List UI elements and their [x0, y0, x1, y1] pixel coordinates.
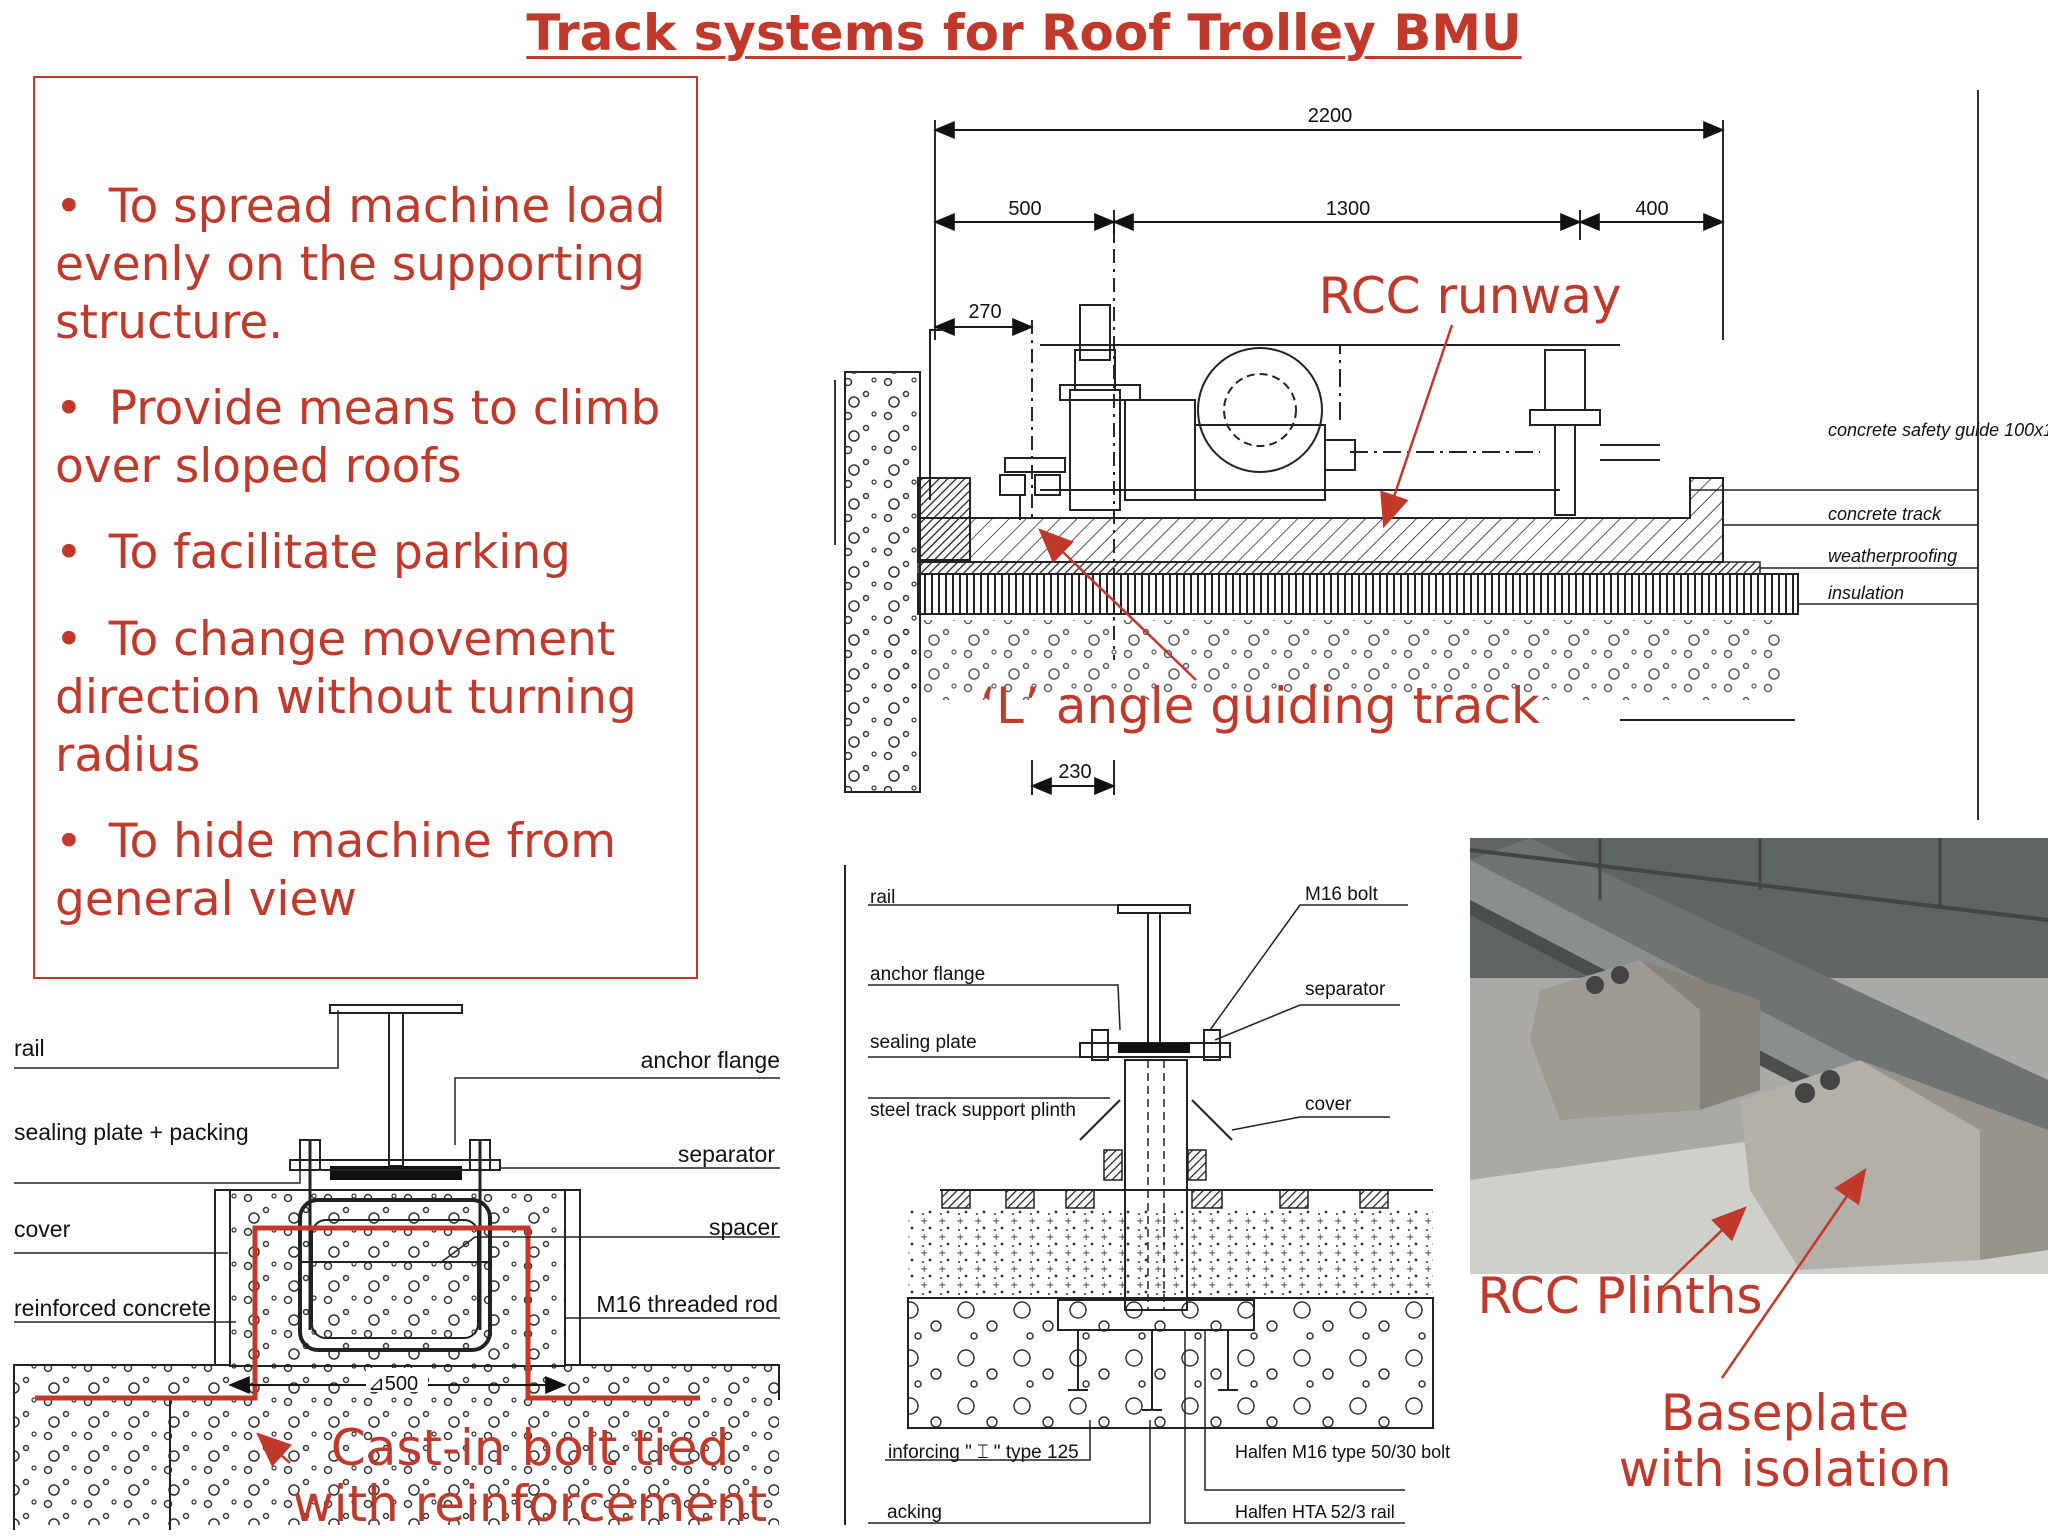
- dim-total: 2200: [1308, 105, 1353, 127]
- layer-labels: concrete safety guide 100x100 concrete t…: [1690, 420, 2048, 605]
- dim-left: 500: [1008, 198, 1041, 220]
- mid-label-packing: acking: [887, 1502, 942, 1523]
- mid-label-steel-plinth: steel track support plinth: [870, 1100, 1076, 1121]
- dim-500: ⊿500: [368, 1373, 418, 1395]
- layer-safety-guide: concrete safety guide 100x100: [1828, 420, 2048, 440]
- label-separator: separator: [678, 1141, 776, 1167]
- callout-rcc-plinths: RCC Plinths: [1477, 1267, 1763, 1325]
- bullet-item: •To hide machine from general view: [55, 814, 616, 927]
- dim-right: 400: [1635, 198, 1668, 220]
- mid-label-cover: cover: [1305, 1094, 1352, 1115]
- mid-label-rail: rail: [870, 887, 895, 908]
- bullet-panel: •To spread machine load evenly on the su…: [33, 76, 698, 979]
- mid-label-halfen-bolt: Halfen M16 type 50/30 bolt: [1235, 1442, 1450, 1462]
- page-title: Track systems for Roof Trolley BMU: [526, 4, 1522, 62]
- mid-label-sealing-plate: sealing plate: [870, 1032, 977, 1053]
- label-threaded-rod: M16 threaded rod: [596, 1291, 778, 1317]
- layer-weatherproofing: weatherproofing: [1828, 546, 1957, 566]
- cast-in-arrow: [256, 1432, 293, 1467]
- label-anchor-flange: anchor flange: [641, 1047, 780, 1073]
- mid-label-m16-bolt: M16 bolt: [1305, 884, 1379, 905]
- label-reinforced-concrete: reinforced concrete: [14, 1295, 211, 1321]
- reinforcement-outline: [35, 1225, 700, 1401]
- dim-bottom: 230: [1058, 761, 1091, 783]
- layer-insulation: insulation: [1828, 583, 1904, 603]
- mid-label-anchor-flange: anchor flange: [870, 964, 985, 985]
- mid-label-halfen-rail: Halfen HTA 52/3 rail: [1235, 1502, 1395, 1522]
- label-sealing-plate: sealing plate + packing: [14, 1119, 249, 1145]
- dimension-lines: [933, 120, 1725, 795]
- runway-arrow: [1380, 324, 1454, 529]
- bullet-dot-icon: •: [55, 814, 83, 869]
- callout-cast-in-bolt: Cast-in bolt tied with reinforcement: [292, 1419, 768, 1533]
- callout-l-angle: ‘L’ angle guiding track: [980, 677, 1540, 735]
- label-cover: cover: [14, 1216, 71, 1242]
- label-spacer: spacer: [709, 1214, 778, 1240]
- l-angle-arrow: [1038, 528, 1197, 681]
- callout-rcc-runway: RCC runway: [1318, 267, 1622, 325]
- steel-plinth-drawing: rail anchor flange sealing plate steel t…: [844, 865, 1450, 1525]
- callout-baseplate: Baseplate with isolation: [1618, 1384, 1952, 1498]
- bullet-item: •To spread machine load evenly on the su…: [55, 179, 666, 350]
- bullet-item: •Provide means to climb over sloped roof…: [55, 381, 661, 494]
- dim-offset: 270: [968, 301, 1001, 323]
- dim-mid: 1300: [1326, 198, 1371, 220]
- bullet-dot-icon: •: [55, 179, 83, 234]
- plinth-arrow: [1659, 1206, 1747, 1291]
- cast-in-bolt-drawing: ⊿500 rail sealing plate + packing cover …: [13, 1004, 780, 1530]
- layer-concrete-track: concrete track: [1828, 504, 1942, 524]
- mid-label-separator: separator: [1305, 979, 1386, 1000]
- mid-label-reinforcing: inforcing " ⌶ " type 125: [888, 1442, 1079, 1463]
- baseplate-arrow: [1720, 1167, 1867, 1379]
- bullet-item: •To change movement direction without tu…: [55, 612, 637, 783]
- plinth-photo: [1469, 838, 2048, 1379]
- label-rail: rail: [14, 1035, 45, 1061]
- top-section-drawing: 2200 500 1300 400 270 230: [834, 90, 2048, 820]
- bullet-dot-icon: •: [55, 525, 83, 580]
- bullet-dot-icon: •: [55, 612, 83, 667]
- bullet-dot-icon: •: [55, 381, 83, 436]
- bullet-item: •To facilitate parking: [55, 525, 571, 580]
